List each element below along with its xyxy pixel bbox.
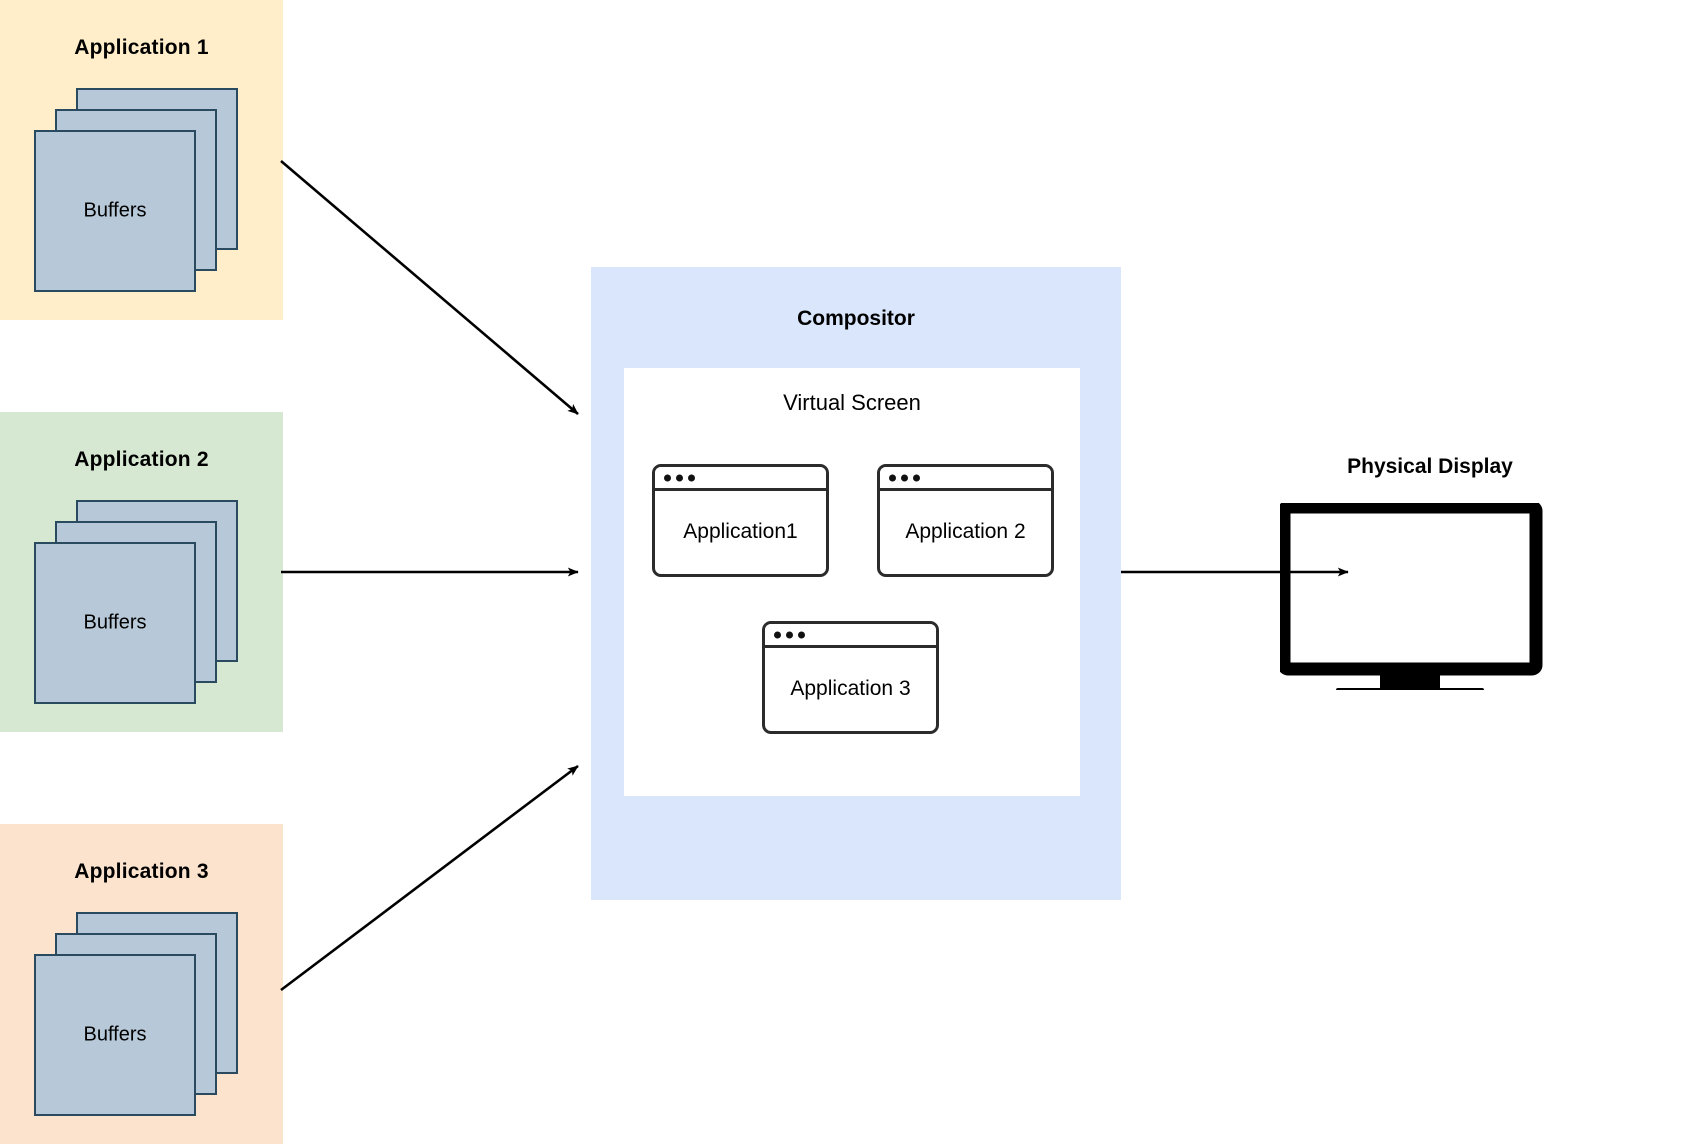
window-titlebar <box>655 467 826 491</box>
buffers-label: Buffers <box>83 199 147 222</box>
compositor-panel: Compositor Virtual Screen Application1 A… <box>591 267 1121 900</box>
application-1-title: Application 1 <box>74 36 209 59</box>
application-1-panel: Application 1 Buffers <box>0 0 283 320</box>
window-dots-icon <box>774 631 805 638</box>
physical-display-title: Physical Display <box>1347 455 1513 478</box>
application-3-title: Application 3 <box>74 860 209 883</box>
compositor-title: Compositor <box>797 307 915 330</box>
window-titlebar <box>765 624 936 648</box>
virtual-window-application1[interactable]: Application1 <box>652 464 829 577</box>
window-body: Application 2 <box>880 491 1051 574</box>
window-dots-icon <box>889 474 920 481</box>
virtual-screen-panel: Virtual Screen Application1 Application … <box>624 368 1080 796</box>
application-2-title: Application 2 <box>74 448 209 471</box>
window-titlebar <box>880 467 1051 491</box>
buffers-label: Buffers <box>83 1023 147 1046</box>
window-label: Application1 <box>683 519 798 543</box>
buffer-sheet-front: Buffers <box>34 954 196 1116</box>
monitor-icon <box>1280 503 1543 690</box>
window-body: Application 3 <box>765 648 936 731</box>
buffer-sheet-front: Buffers <box>34 542 196 704</box>
application-2-panel: Application 2 Buffers <box>0 412 283 732</box>
window-label: Application 2 <box>905 519 1026 543</box>
arrow-app3-to-compositor <box>280 764 579 992</box>
virtual-window-application3[interactable]: Application 3 <box>762 621 939 734</box>
application-2-buffer-stack: Buffers <box>34 500 254 705</box>
virtual-screen-title: Virtual Screen <box>783 390 921 415</box>
physical-display-group: Physical Display <box>1280 455 1580 690</box>
window-dots-icon <box>664 474 695 481</box>
application-3-panel: Application 3 Buffers <box>0 824 283 1144</box>
window-label: Application 3 <box>790 676 911 700</box>
application-3-buffer-stack: Buffers <box>34 912 254 1117</box>
buffers-label: Buffers <box>83 611 147 634</box>
application-1-buffer-stack: Buffers <box>34 88 254 293</box>
buffer-sheet-front: Buffers <box>34 130 196 292</box>
window-body: Application1 <box>655 491 826 574</box>
arrow-app1-to-compositor <box>280 160 579 415</box>
virtual-window-application2[interactable]: Application 2 <box>877 464 1054 577</box>
